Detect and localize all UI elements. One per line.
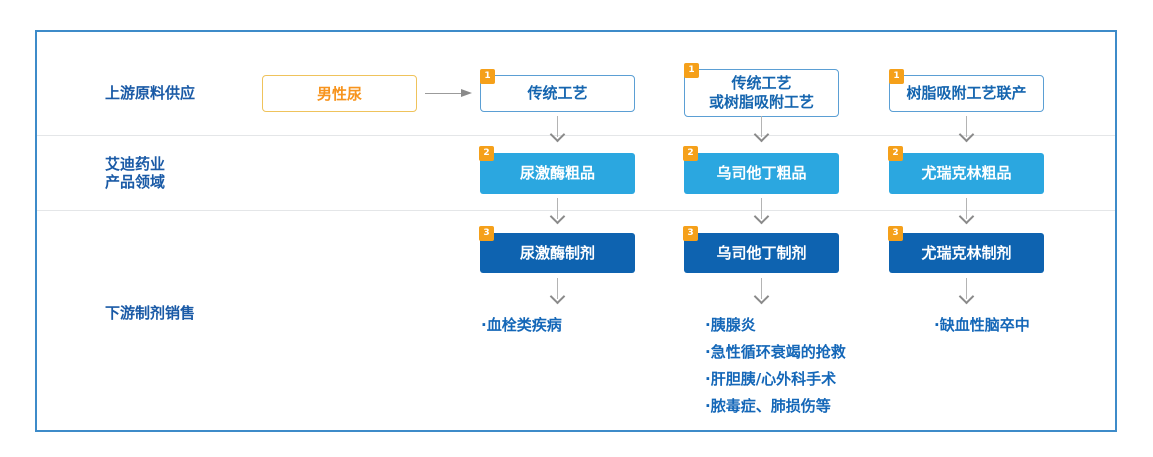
step-badge: 3 <box>683 226 698 241</box>
crude-label: 乌司他丁粗品 <box>716 164 807 182</box>
row-label-company-line1: 艾迪药业 <box>105 155 166 173</box>
arrow-down-icon <box>958 278 975 305</box>
arrow-down-head <box>753 126 770 143</box>
step-badge: 3 <box>888 226 903 241</box>
arrow-down-stem <box>761 116 762 137</box>
row-label-downstream: 下游制剂销售 <box>105 304 196 322</box>
arrow-down-icon <box>549 278 566 305</box>
crude-box-urokinase: 2 尿激酶粗品 <box>479 146 635 194</box>
indications-kallidinogenase: ·缺血性脑卒中 <box>934 312 1030 339</box>
arrow-down-stem <box>761 278 762 299</box>
indications-urokinase: ·血栓类疾病 <box>481 312 562 339</box>
step-badge: 1 <box>889 69 904 84</box>
arrow-down-stem <box>966 198 967 219</box>
arrow-down-icon <box>549 198 566 225</box>
process-box-urokinase: 1 传统工艺 <box>480 69 635 112</box>
formulation-label: 尿激酶制剂 <box>519 243 595 262</box>
crude-label: 尤瑞克林粗品 <box>921 164 1012 182</box>
step-badge: 2 <box>479 146 494 161</box>
arrow-right-stem <box>425 92 461 94</box>
step-badge: 2 <box>888 146 903 161</box>
arrow-down-icon <box>753 116 770 143</box>
divider-row2-row3 <box>37 210 1115 211</box>
indication-item: ·胰腺炎 <box>705 316 756 334</box>
process-label: 传统工艺 或树脂吸附工艺 <box>708 74 814 111</box>
arrow-down-head <box>753 288 770 305</box>
formulation-box-kallidinogenase: 3 尤瑞克林制剂 <box>888 226 1044 273</box>
step-badge: 1 <box>684 63 699 78</box>
crude-label: 尿激酶粗品 <box>519 164 595 182</box>
arrow-down-head <box>753 208 770 225</box>
process-label: 树脂吸附工艺联产 <box>906 84 1027 102</box>
formulation-box-ulinastatin: 3 乌司他丁制剂 <box>683 226 839 273</box>
arrow-down-icon <box>753 278 770 305</box>
arrow-down-icon <box>549 116 566 143</box>
indication-item: ·血栓类疾病 <box>481 316 562 334</box>
row-label-upstream: 上游原料供应 <box>105 84 196 102</box>
indication-item: ·脓毒症、肺损伤等 <box>705 397 831 415</box>
arrow-down-head <box>958 126 975 143</box>
formulation-label: 乌司他丁制剂 <box>716 243 807 262</box>
arrow-down-head <box>958 288 975 305</box>
arrow-down-head <box>549 126 566 143</box>
indication-item: ·急性循环衰竭的抢救 <box>705 343 846 361</box>
arrow-down-stem <box>557 278 558 299</box>
source-label: 男性尿 <box>316 85 362 103</box>
arrow-down-stem <box>557 116 558 137</box>
arrow-right-icon <box>425 89 472 97</box>
arrow-right-head <box>461 89 472 97</box>
step-badge: 1 <box>480 69 495 84</box>
indications-ulinastatin: ·胰腺炎 ·急性循环衰竭的抢救 ·肝胆胰/心外科手术 ·脓毒症、肺损伤等 <box>705 312 846 420</box>
diagram-frame <box>35 30 1117 432</box>
divider-row1-row2 <box>37 135 1115 136</box>
formulation-box-urokinase: 3 尿激酶制剂 <box>479 226 635 273</box>
step-badge: 2 <box>683 146 698 161</box>
crude-box-ulinastatin: 2 乌司他丁粗品 <box>683 146 839 194</box>
crude-box-kallidinogenase: 2 尤瑞克林粗品 <box>888 146 1044 194</box>
indication-item: ·肝胆胰/心外科手术 <box>705 370 837 388</box>
process-box-ulinastatin: 1 传统工艺 或树脂吸附工艺 <box>684 63 839 117</box>
indication-item: ·缺血性脑卒中 <box>934 316 1030 334</box>
arrow-down-head <box>958 208 975 225</box>
row-label-company: 艾迪药业 产品领域 <box>105 155 165 191</box>
step-badge: 3 <box>479 226 494 241</box>
arrow-down-head <box>549 208 566 225</box>
formulation-label: 尤瑞克林制剂 <box>921 243 1012 262</box>
row-label-company-line2: 产品领域 <box>105 173 166 191</box>
arrow-down-head <box>549 288 566 305</box>
arrow-down-stem <box>966 116 967 137</box>
process-label: 传统工艺 <box>527 84 588 102</box>
process-box-kallidinogenase: 1 树脂吸附工艺联产 <box>889 69 1044 112</box>
arrow-down-stem <box>966 278 967 299</box>
arrow-down-icon <box>958 198 975 225</box>
arrow-down-stem <box>761 198 762 219</box>
arrow-down-icon <box>958 116 975 143</box>
arrow-down-stem <box>557 198 558 219</box>
source-box-male-urine: 男性尿 <box>262 75 417 112</box>
arrow-down-icon <box>753 198 770 225</box>
